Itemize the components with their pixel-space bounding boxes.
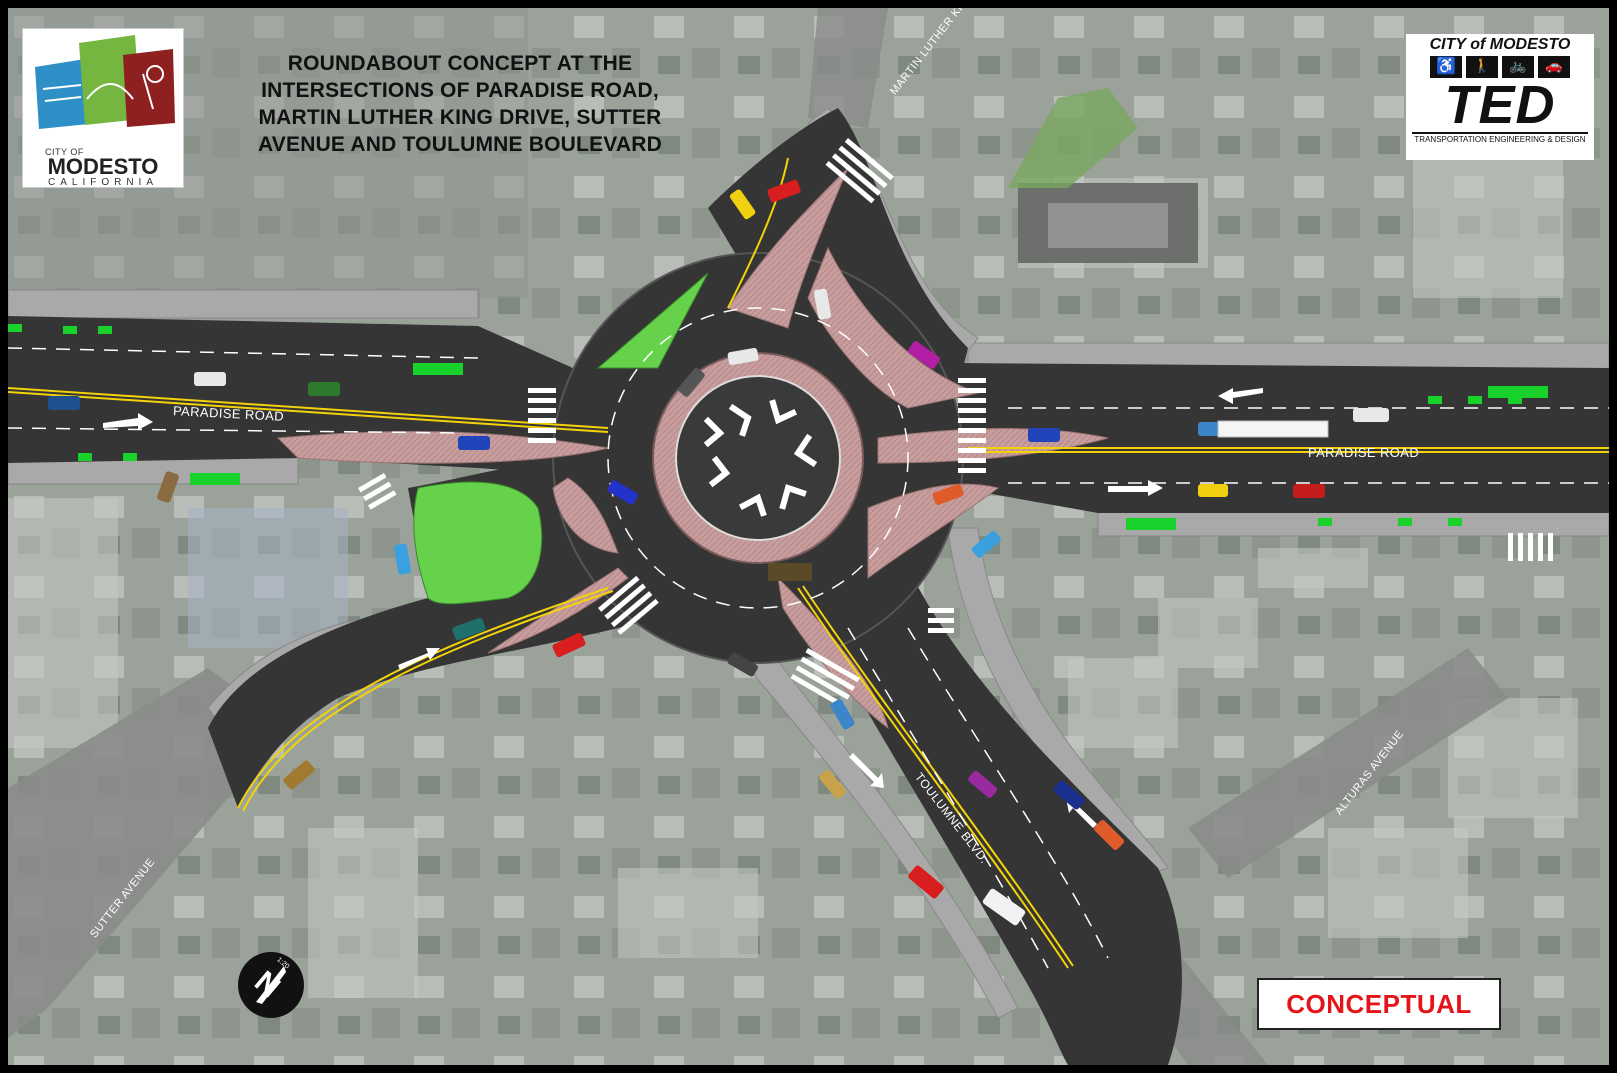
plan-title: ROUNDABOUT CONCEPT AT THE INTERSECTIONS … [200, 50, 720, 158]
sutter-avenue-road [8, 668, 288, 1038]
bike-lane-markings [8, 324, 1548, 530]
ted-name: TED [1444, 75, 1556, 135]
aerial-map: PARADISE ROAD PARADISE ROAD MARTIN LUTHE… [8, 8, 1609, 1065]
roundabout-plan-drawing [8, 8, 1609, 1065]
north-arrow-graphic [238, 952, 304, 1018]
central-chevrons [703, 399, 818, 517]
landscape-island-north [596, 272, 709, 369]
pedestrian-icon: 🚶 [1466, 56, 1498, 78]
title-line-1: ROUNDABOUT CONCEPT AT THE [287, 52, 633, 75]
ted-header: CITY of MODESTO [1429, 36, 1571, 53]
logo-name: MODESTO [47, 154, 159, 179]
conceptual-stamp: CONCEPTUAL [1257, 978, 1501, 1030]
city-logo-graphic [35, 35, 175, 129]
alturas-avenue-road [1188, 648, 1508, 878]
ted-logo: CITY of MODESTO ♿ 🚶 🚲 🚗 TED TRANSPORTATI… [1406, 34, 1594, 160]
logo-city-of: CITY OF [45, 147, 84, 157]
landscape-island-west [413, 481, 543, 605]
wheelchair-icon: ♿ [1430, 56, 1462, 78]
street-label-paradise-east: PARADISE ROAD [1308, 445, 1420, 460]
crosswalks [358, 138, 1553, 709]
ted-icons: ♿ 🚶 🚲 🚗 [1406, 56, 1594, 78]
title-line-2: INTERSECTIONS OF PARADISE ROAD, [261, 79, 659, 102]
north-arrow: N 1:20 [236, 950, 306, 1020]
yellow-center-lines [8, 157, 1609, 969]
city-logo: CITY OF MODESTO CALIFORNIA [22, 28, 184, 188]
vehicles [48, 179, 1389, 926]
logo-state: CALIFORNIA [47, 177, 158, 188]
ted-tagline: TRANSPORTATION ENGINEERING & DESIGN [1412, 132, 1588, 144]
bicycle-icon: 🚲 [1502, 56, 1534, 78]
logo-city-text: CITY OF MODESTO CALIFORNIA [23, 147, 183, 188]
title-line-4: AVENUE AND TOULUMNE BOULEVARD [257, 133, 663, 156]
central-island [675, 375, 841, 541]
title-line-3: MARTIN LUTHER KING DRIVE, SUTTER [258, 106, 662, 129]
car-icon: 🚗 [1538, 56, 1570, 78]
lane-lines [8, 307, 1609, 969]
